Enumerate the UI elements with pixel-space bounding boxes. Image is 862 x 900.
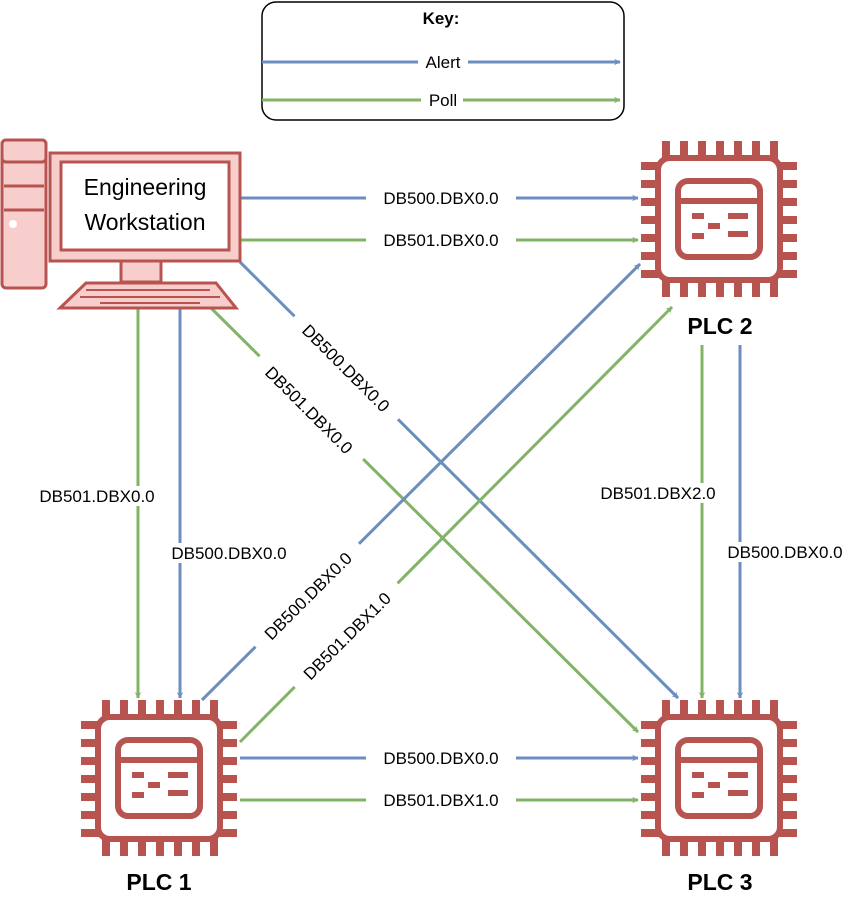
legend-alert-label: Alert — [426, 53, 461, 72]
plc1-chip-icon — [81, 700, 237, 856]
plc3-chip-icon — [641, 700, 797, 856]
plc2-label: PLC 2 — [687, 313, 752, 339]
edge-label-ws-plc1-alert: DB500.DBX0.0 — [171, 544, 286, 563]
edge-label-plc1-plc3-poll: DB501.DBX1.0 — [383, 791, 498, 810]
plc3-label: PLC 3 — [687, 869, 752, 895]
edge-label-ws-plc1-poll: DB501.DBX0.0 — [39, 487, 154, 506]
edge-label-plc2-plc3-poll: DB501.DBX2.0 — [600, 484, 715, 503]
workstation-label-line2: Workstation — [84, 209, 205, 235]
edge-label-ws-plc2-poll: DB501.DBX0.0 — [383, 231, 498, 250]
edge-label-plc2-plc3-alert: DB500.DBX0.0 — [727, 543, 842, 562]
plc2-chip-icon — [641, 141, 797, 297]
workstation-label-line1: Engineering — [84, 174, 207, 200]
legend-title: Key: — [423, 9, 460, 28]
plc3-node: PLC 3 — [641, 700, 797, 895]
legend: Key: Alert Poll — [261, 1, 625, 121]
legend-poll-label: Poll — [429, 91, 457, 110]
plc1-label: PLC 1 — [126, 869, 191, 895]
engineering-workstation: Engineering Workstation — [0, 138, 242, 310]
edge-label-plc1-plc3-alert: DB500.DBX0.0 — [383, 749, 498, 768]
workstation-icon — [0, 138, 242, 310]
plc2-node: PLC 2 — [641, 141, 797, 339]
plc1-node: PLC 1 — [81, 700, 237, 895]
edge-label-ws-plc2-alert: DB500.DBX0.0 — [383, 189, 498, 208]
